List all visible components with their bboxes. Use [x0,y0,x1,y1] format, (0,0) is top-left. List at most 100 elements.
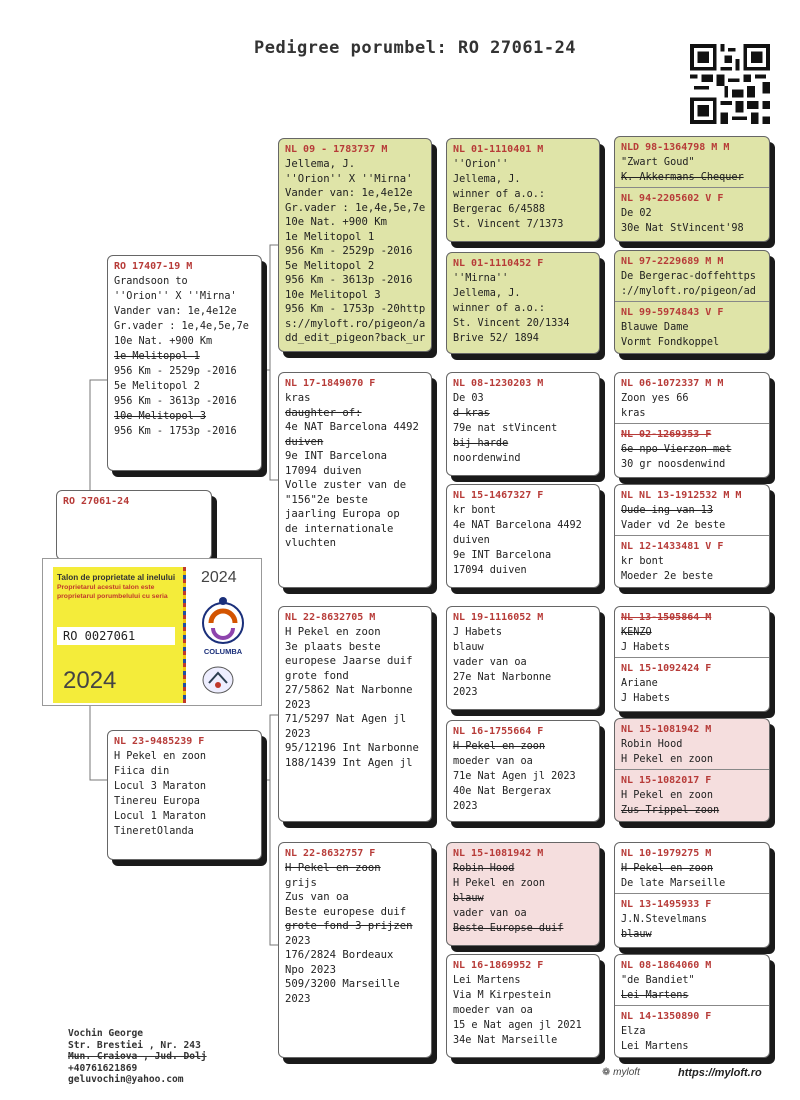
page-title: Pedigree porumbel: RO 27061-24 [254,38,577,58]
pedigree-note: 71e Nat Agen jl 2023 [453,771,576,782]
pedigree-note: 2023 [285,727,311,740]
pedigree-note: Locul 3 Maraton [114,781,207,792]
pedigree-note: 10e Melitopol 3 [285,288,381,301]
pedigree-note: ://myloft.ro/pigeon/ad [621,286,756,297]
pedigree-note: 2023 [285,698,311,711]
pedigree-note: 5e Melitopol 2 [285,259,375,272]
pedigree-note: europese Jaarse duif [285,655,413,667]
pedigree-note: Beste Europse duif [453,923,564,934]
ownership-ticket: Talon de proprietate al inelului Proprie… [42,558,262,706]
pedigree-note: 95/12196 Int Narbonne [285,742,419,754]
ring-number: NL 08-1230203 M [453,378,544,389]
pedigree-note: Jellema, J. [453,288,521,299]
owner-street: Str. Brestiei , Nr. 243 [68,1039,201,1051]
pedigree-note: kr bont [453,505,496,516]
pedigree-note: H Pekel en zoon [453,741,546,752]
ring-number: NL 09 - 1783737 M [285,144,388,155]
pedigree-note: 34e Nat Marseille [453,1035,558,1046]
pedigree-note: bij harde [453,438,509,449]
pedigree-note: kras [285,392,311,404]
pedigree-note: Locul 1 Maraton [114,811,207,822]
pedigree-note: moeder van oa [453,1005,533,1016]
pedigree-note: vader van oa [453,908,527,919]
pedigree-note: Gr.vader : 1e,4e,5e,7e [285,201,425,214]
pedigree-note: J Habets [621,642,671,653]
footer-url[interactable]: https://myloft.ro [678,1067,762,1079]
pedigree-note: grijs [285,876,317,889]
pedigree-note: Via M Kirpestein [453,990,552,1001]
pedigree-note: ''Orion'' X ''Mirna' [285,172,413,185]
ring-number: NL 13-1505864 M [621,612,712,623]
pedigree-card-g3b[interactable]: NL 01-1110452 F''Mirna''Jellema, J.winne… [446,252,600,354]
pedigree-note: 10e Nat. +900 Km [114,336,213,347]
pedigree-note: kras [621,408,646,419]
pedigree-note: H Pekel en zoon [285,862,381,874]
pedigree-note: 5e Melitopol 2 [114,381,200,392]
pedigree-note: Npo 2023 [285,963,337,976]
ring-number: NL 97-2229689 M M [621,256,724,267]
pedigree-note: 3e plaats beste [285,640,381,653]
ring-number: NL 15-1081942 M [621,724,712,735]
pedigree-note: Zoon yes 66 [621,393,689,404]
pedigree-note: blauw [453,642,484,653]
pedigree-note: grote fond 3 prijzen [285,920,413,932]
pedigree-note: duiven [285,435,324,448]
pedigree-note: 9e INT Barcelona [453,550,552,561]
ticket-heading: Talon de proprietate al inelului [57,573,176,582]
ring-number: RO 27061-24 [63,496,130,507]
pedigree-entry: NL 08-1864060 M"de Bandiet"Lei Martens [615,955,769,1003]
pedigree-note: 176/2824 Bordeaux [285,949,394,961]
pedigree-note: 40e Nat Bergerax [453,786,552,797]
owner-name: Vochin George [68,1028,144,1039]
myloft-bird-icon: ❁ [602,1067,611,1078]
pedigree-note: TineretOlanda [114,826,194,837]
pedigree-note: Ariane [621,678,658,689]
pedigree-note: Brive 52/ 1894 [453,333,539,344]
pedigree-note: "156"2e beste [285,493,368,506]
pedigree-note: De Bergerac-doffehttps [621,271,756,282]
pedigree-card-g3a[interactable]: NL 01-1110401 M''Orion''Jellema, J.winne… [446,138,600,242]
pedigree-entry: NL 01-1110401 M''Orion''Jellema, J.winne… [447,139,599,232]
ring-number: NL 22-8632757 F [285,848,376,859]
pedigree-note: 9e INT Barcelona [285,450,388,462]
pedigree-note: Vander van: 1e,4e12e [285,187,413,199]
pedigree-note: 956 Km - 2529p -2016 [114,366,237,377]
subject-pigeon-card[interactable]: RO 27061-24 [56,490,212,560]
ring-number: NL 12-1433481 V F [621,541,724,552]
pedigree-card-g4b[interactable]: NL 97-2229689 M M De Bergerac-doffehttps:… [614,250,770,354]
pedigree-note: Volle zuster van de [285,479,407,491]
pedigree-entry: NLD 98-1364798 M M"Zwart Goud"K. Akkerma… [615,137,769,185]
pedigree-card-g4a[interactable]: NLD 98-1364798 M M"Zwart Goud"K. Akkerma… [614,136,770,242]
pedigree-note: H Pekel en zoon [621,754,714,765]
